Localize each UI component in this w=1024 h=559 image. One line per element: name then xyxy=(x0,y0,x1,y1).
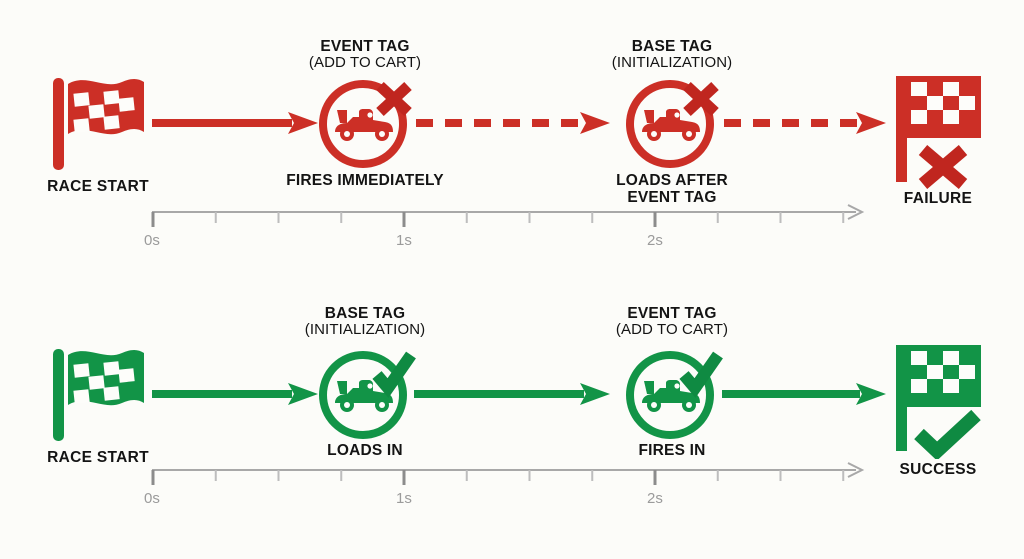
axis-tick-label-0s: 0s xyxy=(144,490,160,507)
race-start-label: RACE START xyxy=(47,178,149,195)
step-subtitle: (ADD TO CART) xyxy=(615,321,729,339)
status-line-1: LOADS IN xyxy=(327,442,403,459)
connector-arrow-1 xyxy=(152,110,324,136)
connector-arrow-3 xyxy=(722,110,890,136)
step-subtitle: (INITIALIZATION) xyxy=(304,321,426,339)
status-line-2: EVENT TAG xyxy=(627,189,717,207)
step-subtitle: (ADD TO CART) xyxy=(308,54,422,72)
axis-tick-label-2s: 2s xyxy=(647,490,663,507)
race-car-circle-check-icon xyxy=(319,351,416,439)
connector-arrow-2 xyxy=(414,110,614,136)
step-caption-base-tag: BASE TAG (INITIALIZATION) xyxy=(572,38,772,72)
step-subtitle: (INITIALIZATION) xyxy=(611,54,733,72)
race-start-label: RACE START xyxy=(47,449,149,466)
axis-tick-label-0s: 0s xyxy=(144,232,160,249)
event-tag-status: FIRES IN xyxy=(572,442,772,459)
event-tag-node xyxy=(620,347,724,443)
checkered-flag-wavy-icon xyxy=(53,78,144,170)
axis-tick-label-2s: 2s xyxy=(647,232,663,249)
axis-line xyxy=(151,462,865,485)
arrow-right-icon xyxy=(152,383,318,405)
axis-tick-label-1s: 1s xyxy=(396,232,412,249)
timeline-axis: 0s 1s 2s xyxy=(144,462,880,507)
step-title: BASE TAG xyxy=(324,305,406,322)
step-caption-base-tag: BASE TAG (INITIALIZATION) xyxy=(265,305,465,339)
failure-flag xyxy=(886,62,990,190)
base-tag-node xyxy=(313,347,417,443)
base-tag-status: LOADS AFTER EVENT TAG xyxy=(572,172,772,207)
step-caption-event-tag: EVENT TAG (ADD TO CART) xyxy=(265,38,465,72)
success-scenario-row: BASE TAG (INITIALIZATION) EVENT TAG (ADD… xyxy=(0,279,1024,559)
arrow-right-icon xyxy=(722,383,886,405)
axis-tick-label-1s: 1s xyxy=(396,490,412,507)
success-flag xyxy=(886,331,990,459)
event-tag-status: FIRES IMMEDIATELY xyxy=(265,172,465,189)
step-title: EVENT TAG xyxy=(320,38,410,55)
base-tag-status: LOADS IN xyxy=(265,442,465,459)
status-line-1: FIRES IMMEDIATELY xyxy=(286,172,444,189)
race-car-circle-x-icon xyxy=(319,80,412,168)
race-start-flag xyxy=(46,345,150,441)
arrow-right-icon xyxy=(414,383,610,405)
event-tag-node xyxy=(313,76,417,172)
step-caption-event-tag: EVENT TAG (ADD TO CART) xyxy=(572,305,772,339)
race-car-circle-check-icon xyxy=(626,351,723,439)
arrow-right-dashed-icon xyxy=(724,112,886,134)
success-label: SUCCESS xyxy=(899,461,977,478)
axis-line xyxy=(151,204,865,227)
race-car-circle-x-icon xyxy=(626,80,719,168)
failure-scenario-row: EVENT TAG (ADD TO CART) BASE TAG (INITIA… xyxy=(46,38,990,249)
checkered-flag-wavy-icon xyxy=(53,349,144,441)
timeline-axis: 0s 1s 2s xyxy=(144,204,880,249)
base-tag-node xyxy=(620,76,724,172)
connector-arrow-3 xyxy=(722,381,890,407)
status-line-1: LOADS AFTER xyxy=(616,172,728,189)
connector-arrow-1 xyxy=(152,381,324,407)
status-line-1: FIRES IN xyxy=(638,442,706,459)
connector-arrow-2 xyxy=(414,381,614,407)
step-title: EVENT TAG xyxy=(627,305,717,322)
race-start-flag xyxy=(46,74,150,170)
arrow-right-dashed-icon xyxy=(416,112,610,134)
step-title: BASE TAG xyxy=(631,38,713,55)
checkered-flag-cross-icon xyxy=(896,76,981,189)
arrow-right-icon xyxy=(152,112,318,134)
failure-label: FAILURE xyxy=(903,190,973,207)
checkered-flag-check-icon xyxy=(896,345,981,459)
